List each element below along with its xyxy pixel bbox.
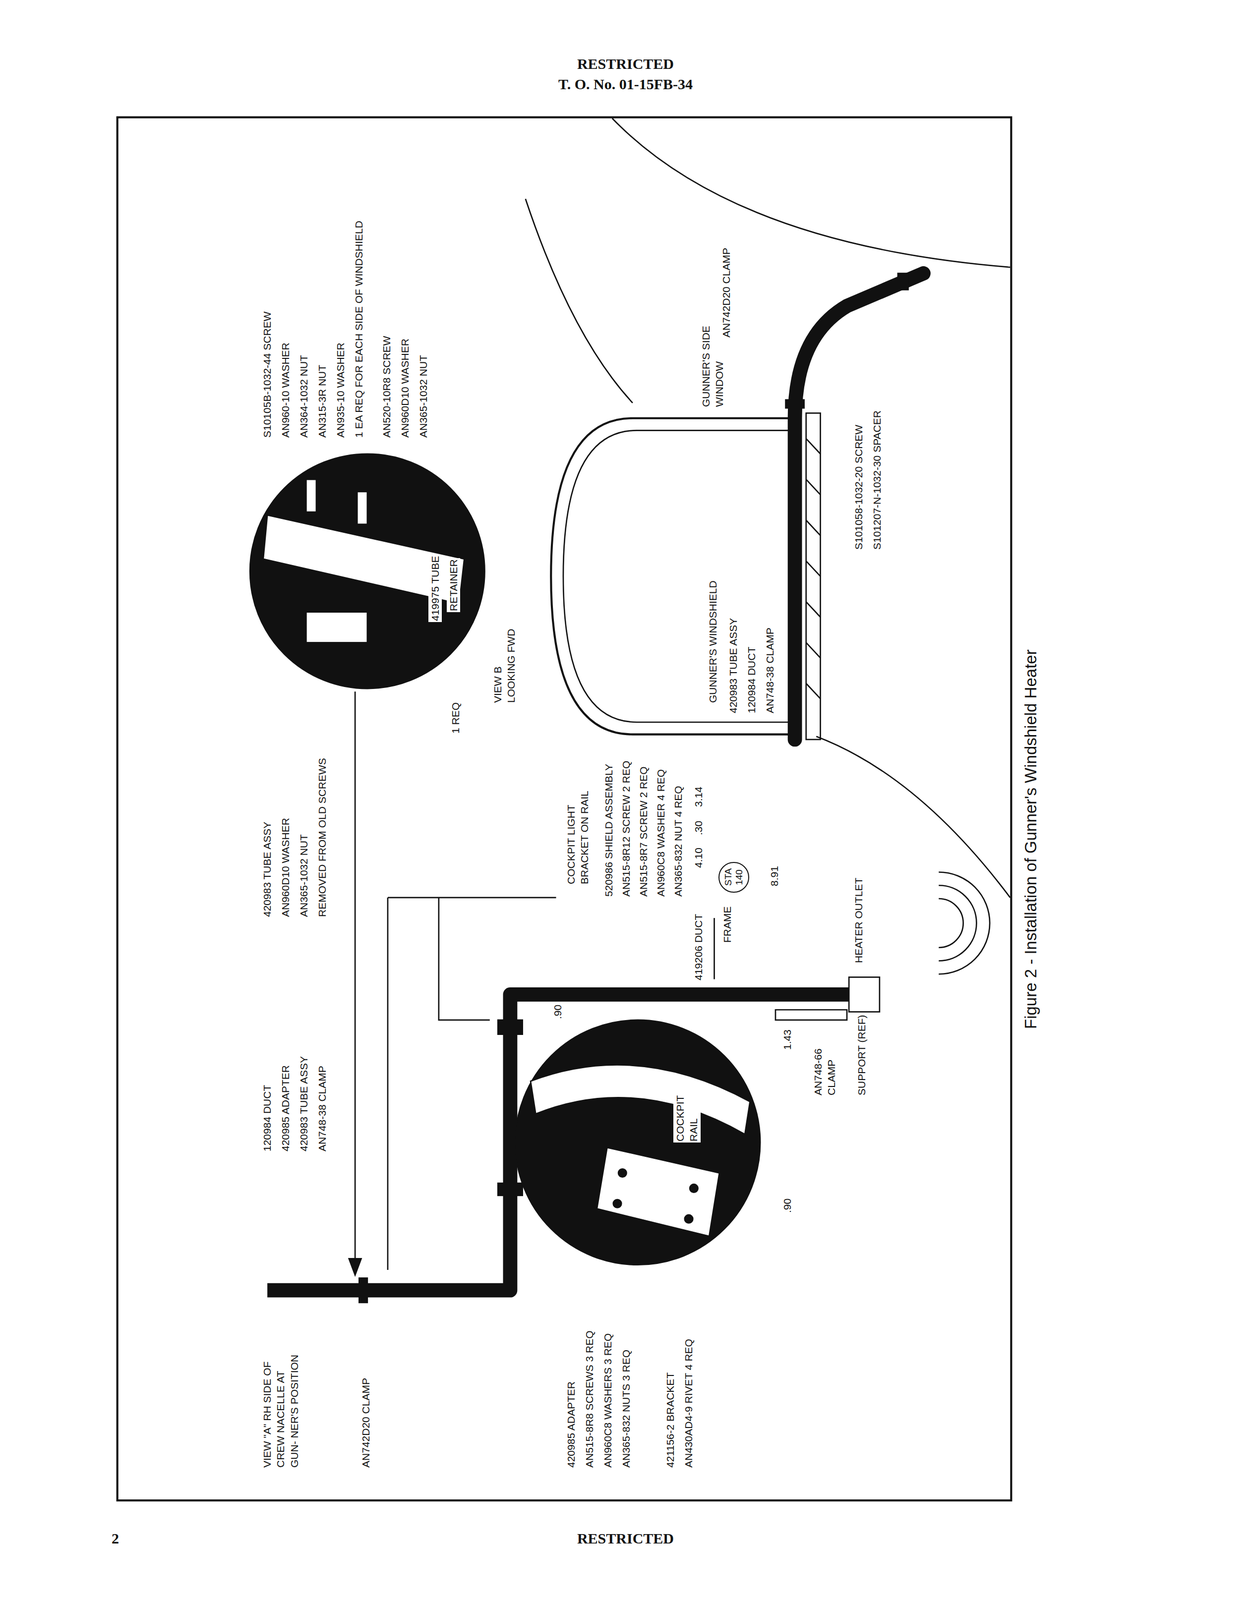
part-callout: AN365-832 NUTS 3 REQ [619,1349,633,1470]
rivet [613,1199,622,1208]
page-number: 2 [110,1529,120,1549]
station-circle: STA 140 [718,862,750,894]
canopy-line [525,198,633,404]
screw-detail [305,479,317,513]
part-callout: FRAME [720,905,734,945]
detail-view-circle [515,1020,761,1266]
dimension: 4.10 [691,846,706,870]
part-callout: AN365-832 NUT 4 REQ [671,784,685,898]
part-callout: AN935-10 WASHER [333,341,348,439]
part-callout: 421156-2 BRACKET [663,1371,677,1470]
heater-outlet-symbol [938,872,990,975]
note: 1 EA REQ FOR EACH SIDE OF WINDSHIELD [352,219,366,439]
part-callout: AN515-8R8 SCREWS 3 REQ [582,1330,597,1470]
note: REMOVED FROM OLD SCREWS [315,757,329,919]
part-callout: S10105B-1032-44 SCREW [260,310,274,439]
drawing [117,117,1012,1501]
screw-detail [357,491,368,525]
structure-line [387,897,557,1271]
part-callout: AN960C8 WASHER 4 REQ [654,768,668,898]
windshield-sill [806,413,821,740]
dimension: 8.91 [767,865,781,888]
part-callout: 420983 TUBE ASSY [297,1055,311,1153]
dimension: 3.14 [691,785,706,809]
part-callout: SUPPORT (REF) [854,1014,869,1098]
figure-frame [117,117,1012,1501]
windshield-frame [563,430,796,723]
heater-duct [267,994,849,1291]
part-callout: 520986 SHIELD ASSEMBLY [601,763,616,898]
part-callout: COCKPIT RAIL [673,1094,701,1143]
header-text: RESTRICTED [576,53,675,73]
heater-outlet [848,977,880,1013]
view-label: VIEW B LOOKING FWD [490,615,519,705]
station-text: STA 140 [722,869,745,887]
part-callout: AN520-10R8 SCREW [379,334,394,439]
part-callout: AN960D10 WASHER [278,817,293,919]
quantity-note: 1 REQ [448,701,463,735]
duct-adapter [497,1020,523,1035]
part-callout: AN960-10 WASHER [278,341,293,439]
retainer-detail [305,612,367,644]
part-callout: AN748-38 CLAMP [315,1065,329,1154]
part-callout: AN748-38 CLAMP [763,626,777,715]
dimension: .90 [550,1004,565,1021]
part-callout: AN748-66 CLAMP [811,1038,839,1097]
part-callout: 420983 TUBE ASSY [726,616,740,715]
view-label: VIEW "A" RH SIDE OF CREW NACELLE AT GUN-… [260,1344,301,1470]
header-text: T. O. No. 01-15FB-34 [557,73,694,94]
detail-view-circle [249,454,485,689]
note: COCKPIT LIGHT BRACKET ON RAIL [564,776,592,886]
windshield-frame [550,418,796,735]
part-callout: AN960C8 WASHERS 3 REQ [600,1332,615,1470]
tube-clamp [897,273,909,291]
footer-text: RESTRICTED [576,1529,675,1549]
part-callout: AN515-8R7 SCREW 2 REQ [636,765,651,898]
part-callout: 419975 TUBE [428,555,442,623]
part-callout: AN515-8R12 SCREW 2 REQ [619,760,633,898]
canopy-line [816,736,1011,898]
canopy-line [612,118,1011,268]
part-callout: 420985 ADAPTER [278,1064,293,1153]
figure-caption: Figure 2 - Installation of Gunner's Wind… [1020,649,1042,1031]
part-callout: 419206 DUCT [691,912,706,982]
bracket-detail [596,1147,720,1237]
part-callout: S101207-N-1032-30 SPACER [870,409,884,551]
part-callout: AN315-3R NUT [315,363,329,439]
part-callout: 420985 ADAPTER [564,1380,578,1470]
arrow-head [349,1258,362,1276]
part-callout: AN365-1032 NUT [416,354,430,439]
rivet [684,1215,693,1224]
part-callout: AN430AD4-9 RIVET 4 REQ [681,1338,696,1470]
sill-hatching [806,438,821,700]
part-callout: 120984 DUCT [260,1084,274,1153]
view-arrow [354,691,357,1272]
dimension: .30 [691,820,706,837]
part-callout: AN364-1032 NUT [297,354,311,439]
part-callout: HEATER OUTLET [851,876,866,964]
part-callout: AN960D10 WASHER [398,337,412,439]
heater-tube [794,273,924,740]
part-callout: 120984 DUCT [744,645,759,715]
station-frame-line [713,918,716,980]
duct-clamp [358,1278,367,1303]
part-callout: RETAINER [446,558,461,613]
part-callout: AN742D20 CLAMP [358,1377,373,1470]
part-callout: S101058-1032-20 SCREW [851,423,866,551]
part-callout: GUNNER'S WINDSHIELD [706,579,720,705]
rivet [689,1184,698,1193]
duct-clamp [497,1183,523,1196]
tube-clamp [785,400,805,409]
rivet [618,1169,627,1178]
part-callout: 420983 TUBE ASSY [260,821,274,919]
part-callout: AN365-1032 NUT [297,833,311,919]
cockpit-rail-detail [530,1065,750,1135]
support [775,1010,847,1021]
dimension: 1.43 [780,1028,794,1052]
part-callout: AN742D20 CLAMP [719,246,733,339]
dimension: .90 [780,1197,794,1215]
